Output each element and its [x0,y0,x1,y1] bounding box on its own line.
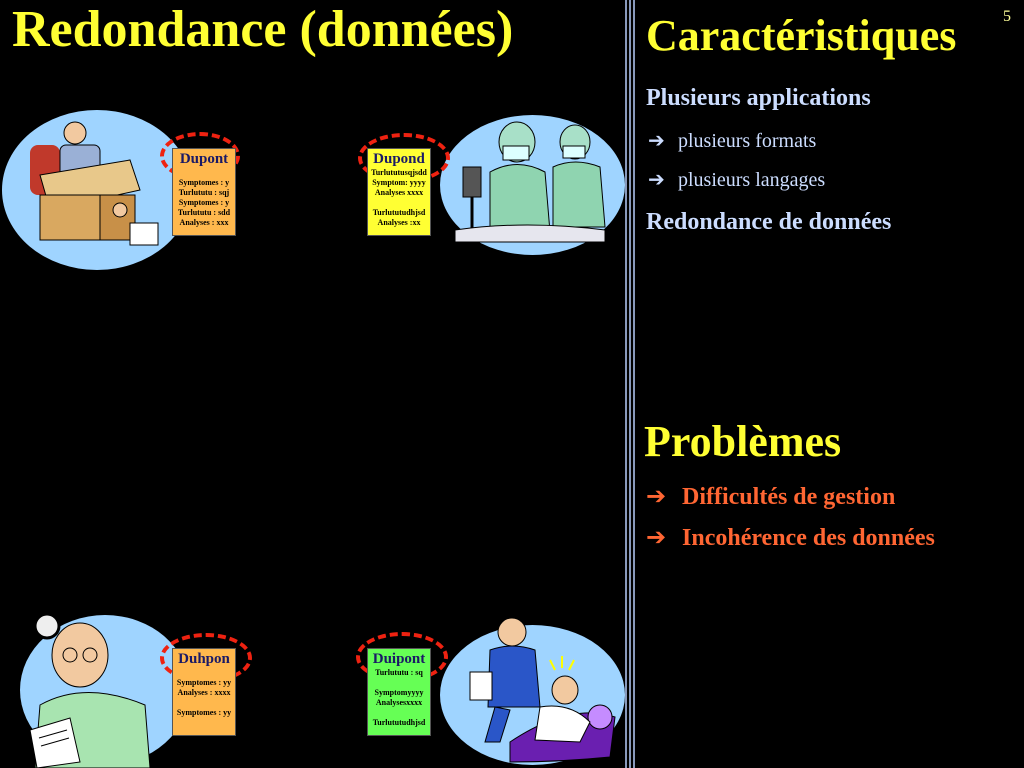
patient-name: Dupont [179,151,229,167]
record-line: Symptomes : y [178,178,230,187]
vertical-divider [625,0,637,768]
problem-text: Difficultés de gestion [682,484,896,510]
record-line: Analyses : xxx [179,218,229,227]
patient-record-card: Duhpon Symptomes : yy Analyses : xxxx Sy… [172,648,236,736]
record-line: Turlututu : sq [375,668,423,677]
doctor-head-mirror-icon [29,612,151,768]
bullet-text: plusieurs langages [678,169,826,191]
bullet-item: ➔ plusieurs formats [648,128,816,153]
slide-number: 5 [1003,8,1011,25]
patient-record-card: Duipont Turlututu : sq Symptomyyyy Analy… [367,648,431,736]
record-line: Symptomyyyy [374,688,424,697]
record-line: Symptomes : yy [176,708,232,717]
surgeons-icon [454,121,606,243]
heading-problemes: Problèmes [644,417,842,466]
right-arrow-icon: ➔ [646,523,667,551]
slide-title-left: Redondance (données) [12,1,514,58]
record-line: Symptomes : y [178,198,230,207]
right-arrow-icon: ➔ [648,128,665,152]
patient-record-card: Dupond Turlututusqjsdd Symptom: yyyy Ana… [367,148,431,236]
right-arrow-icon: ➔ [648,167,665,191]
record-line: Turlututudhjsd [372,208,426,217]
record-line: Turlututudhjsd [372,718,426,727]
record-line: Symptom: yyyy [372,178,426,187]
record-line: Analyses :xx [377,218,421,227]
patient-record-card: Dupont Symptomes : y Turlututu : sqj Sym… [172,148,236,236]
right-arrow-icon: ➔ [646,482,667,510]
patient-name: Duhpon [178,651,230,667]
patient-name: Duipont [372,651,426,667]
patient-name: Dupond [373,151,425,167]
problem-text: Incohérence des données [682,525,935,551]
record-line: Analysesxxxx [375,698,423,707]
record-line: Turlututu : sdd [177,208,231,217]
record-line: Analyses : xxxx [177,688,231,697]
heading-plusieurs-applications: Plusieurs applications [646,85,871,111]
problem-item: ➔ Difficultés de gestion [646,482,895,511]
bullet-item: ➔ plusieurs langages [648,167,825,192]
problem-item: ➔ Incohérence des données [646,523,935,552]
record-line: Turlututu : sqj [178,188,230,197]
record-line: Symptomes : yy [176,678,232,687]
slide-title-right: Caractéristiques [646,11,957,60]
psychiatrist-patient-icon [469,617,616,763]
heading-redondance: Redondance de données [646,209,892,235]
bullet-text: plusieurs formats [678,130,817,152]
doctor-at-desk-icon [30,121,159,246]
record-line: Turlututusqjsdd [371,168,427,177]
record-line: Analyses xxxx [374,188,424,197]
